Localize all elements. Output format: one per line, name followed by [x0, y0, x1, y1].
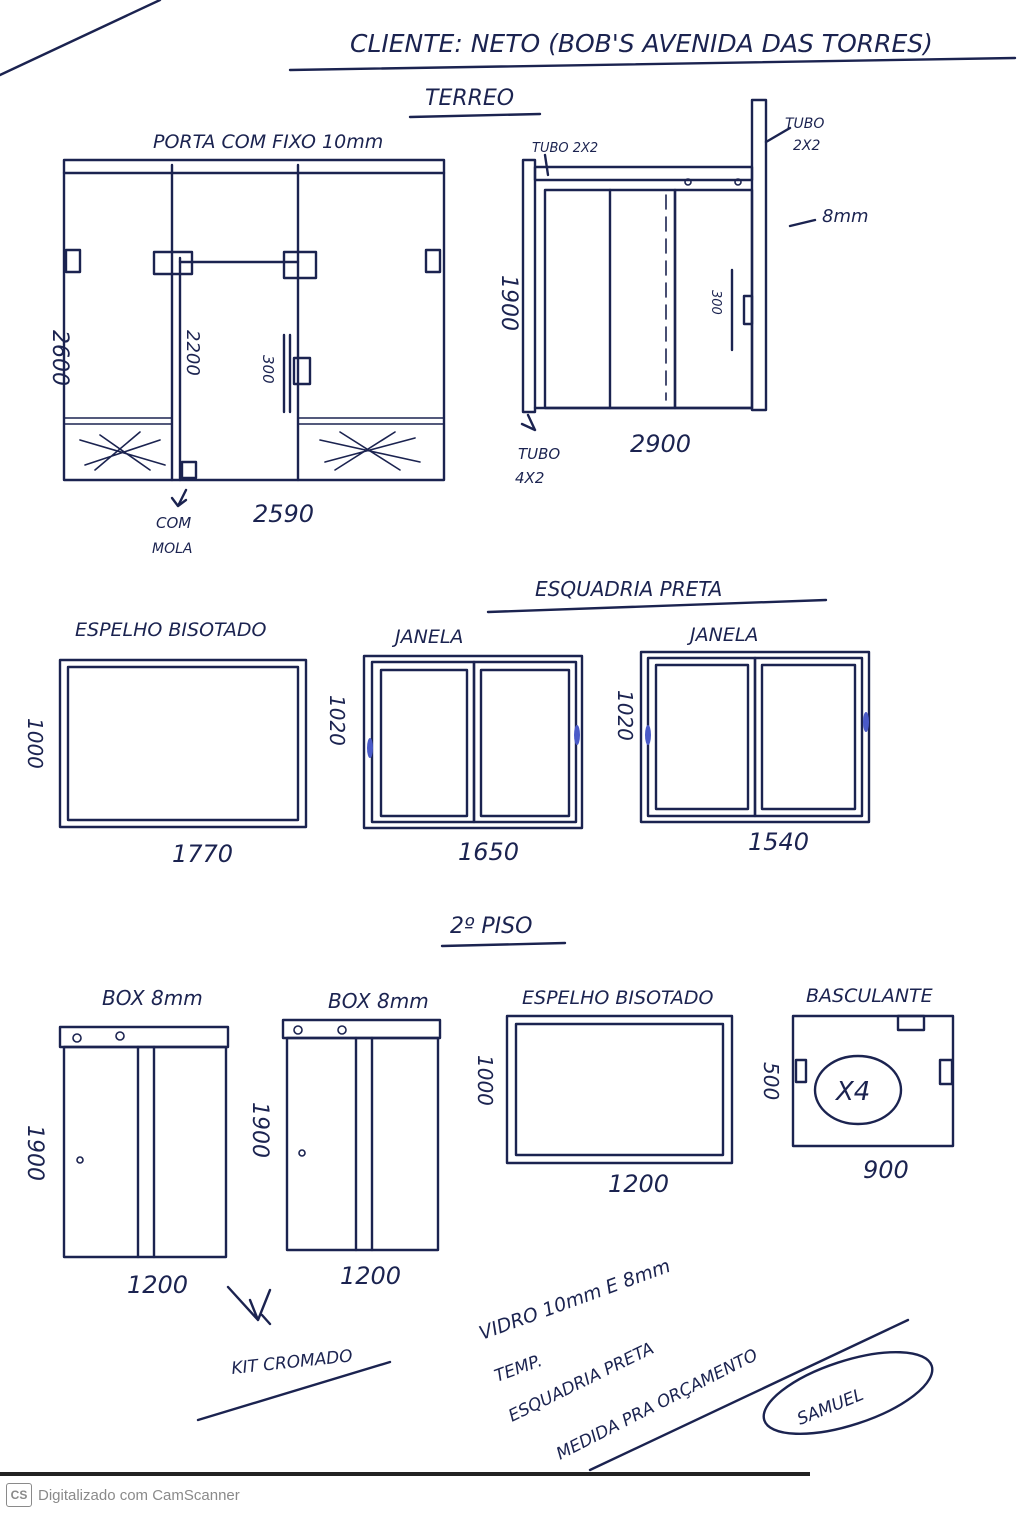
- door-front-spring-note-2: MOLA: [152, 541, 192, 557]
- black-frame-label: ESQUADRIA PRETA: [535, 577, 722, 601]
- client-title: CLIENTE: NETO (BOB'S AVENIDA DAS TORRES): [350, 29, 933, 58]
- door-front-inner-height: 2200: [182, 330, 203, 376]
- window-1-width: 1650: [458, 838, 519, 866]
- box-1-drawing: [58, 1025, 230, 1259]
- box-2-width: 1200: [340, 1262, 401, 1290]
- camscanner-footer: CS Digitalizado com CamScanner: [6, 1482, 240, 1508]
- signature-oval: [762, 1350, 934, 1436]
- door-front-spring-note-1: COM: [156, 514, 191, 532]
- section-second-title: 2º PISO: [450, 914, 532, 939]
- slider-height: 1900: [496, 275, 521, 331]
- note-kit: KIT CROMADO: [230, 1346, 353, 1379]
- tilting-window-title: BASCULANTE: [806, 985, 933, 1007]
- slider-door-drawing: [520, 98, 768, 432]
- box-1-title: BOX 8mm: [102, 986, 203, 1010]
- box-2-drawing: [281, 1018, 442, 1252]
- window-1-height: 1020: [325, 695, 349, 746]
- mirror-second-height: 1000: [473, 1055, 497, 1106]
- slider-width: 2900: [630, 430, 691, 458]
- slider-thickness: 8mm: [822, 206, 869, 227]
- mirror-ground-title: ESPELHO BISOTADO: [75, 619, 267, 641]
- header-underline: [288, 56, 1017, 72]
- window-2-drawing: [639, 650, 871, 824]
- mirror-ground-height: 1000: [23, 718, 47, 769]
- door-front-title: PORTA COM FIXO 10mm: [153, 131, 383, 153]
- door-front-drawing: [62, 158, 446, 508]
- slider-tube-top-right-2: 2X2: [793, 138, 820, 154]
- kit-underline: [196, 1360, 392, 1422]
- window-1-drawing: [362, 654, 584, 830]
- box-1-height: 1900: [22, 1125, 47, 1181]
- kit-arrow: [226, 1285, 272, 1326]
- slider-handle: 300: [708, 290, 723, 315]
- mirror-second-title: ESPELHO BISOTADO: [522, 987, 714, 1009]
- tilting-window-drawing: [791, 1014, 955, 1148]
- slider-tube-arrow: [543, 153, 550, 177]
- slider-tube-top-right-1: TUBO: [785, 116, 824, 132]
- box-2-height: 1900: [247, 1102, 272, 1158]
- mirror-second-drawing: [505, 1014, 734, 1165]
- door-front-width: 2590: [253, 500, 314, 528]
- window-2-title: JANELA: [686, 624, 758, 646]
- box-1-width: 1200: [127, 1271, 188, 1299]
- black-frame-underline: [486, 598, 828, 614]
- window-2-height: 1020: [613, 690, 637, 741]
- camscanner-logo-icon: CS: [6, 1483, 32, 1507]
- mirror-ground-width: 1770: [172, 840, 233, 868]
- note-glass: VIDRO 10mm E 8mm: [476, 1255, 673, 1345]
- door-front-handle: 300: [259, 355, 277, 384]
- door-front-height: 2600: [47, 330, 72, 386]
- slider-tube-top-left: TUBO 2X2: [532, 141, 598, 156]
- corner-stroke: [0, 0, 162, 77]
- mirror-second-width: 1200: [608, 1170, 669, 1198]
- note-temp: TEMP.: [492, 1351, 545, 1387]
- notes-underline: [588, 1318, 910, 1472]
- section-second-underline: [440, 941, 567, 948]
- slider-tube-bottom-1: TUBO: [518, 445, 560, 463]
- mirror-ground-drawing: [58, 658, 308, 829]
- section-ground-underline: [408, 112, 542, 119]
- camscanner-text: Digitalizado com CamScanner: [38, 1486, 240, 1504]
- box-2-title: BOX 8mm: [328, 989, 429, 1013]
- tilting-window-height: 500: [759, 1062, 783, 1100]
- slider-tube-bottom-2: 4X2: [515, 469, 544, 487]
- tilting-window-width: 900: [863, 1156, 909, 1184]
- section-ground-title: TERREO: [425, 86, 514, 111]
- window-1-title: JANELA: [391, 626, 463, 648]
- tilting-window-quantity: X4: [834, 1077, 870, 1107]
- window-2-width: 1540: [748, 828, 809, 856]
